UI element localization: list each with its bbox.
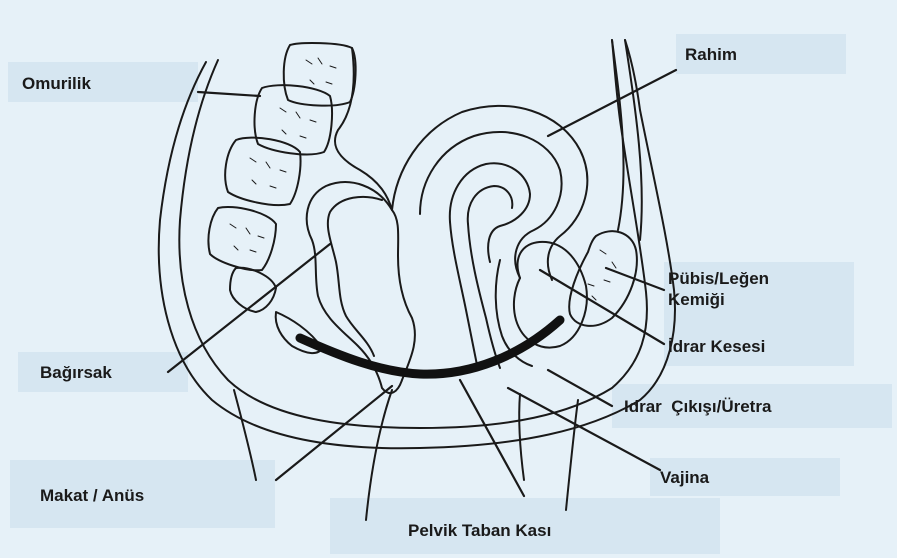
- rectum-inner: [328, 197, 382, 356]
- leader-idrar-cikisi: [548, 370, 612, 406]
- leader-rahim: [548, 70, 676, 136]
- pubic-bone: [569, 231, 637, 326]
- label-omurilik: Omurilik: [22, 73, 91, 94]
- uterus-inner: [420, 132, 562, 278]
- vertebra: [208, 207, 276, 270]
- vertebra: [255, 85, 332, 154]
- label-idrar-cikisi: Idrar Çıkışı/Üretra: [624, 396, 771, 417]
- label-pelvik: Pelvik Taban Kası: [408, 520, 551, 541]
- bone-texture: [230, 58, 616, 300]
- label-pubis-line2: Kemiği: [668, 289, 769, 310]
- vagina-canal: [450, 222, 478, 370]
- label-pubis-line1: Pübis/Leğen: [668, 268, 769, 289]
- thigh-right: [566, 400, 578, 510]
- leader-makat: [276, 386, 392, 480]
- thigh-right-2: [519, 394, 524, 480]
- vertebra: [284, 43, 356, 106]
- uterus-cavity-inner: [468, 186, 513, 224]
- thigh-left: [234, 390, 256, 480]
- leader-pelvik: [460, 380, 524, 496]
- label-makat: Makat / Anüs: [40, 485, 144, 506]
- label-bagirsak: Bağırsak: [40, 362, 112, 383]
- label-rahim: Rahim: [685, 44, 737, 65]
- thigh-mid: [366, 390, 392, 520]
- label-vajina: Vajina: [660, 467, 709, 488]
- leader-omurilik: [198, 92, 260, 96]
- vertebra: [225, 138, 300, 205]
- label-idrar-kesesi: İdrar Kesesi: [668, 336, 765, 357]
- label-pubis: Pübis/Leğen Kemiği: [668, 268, 769, 310]
